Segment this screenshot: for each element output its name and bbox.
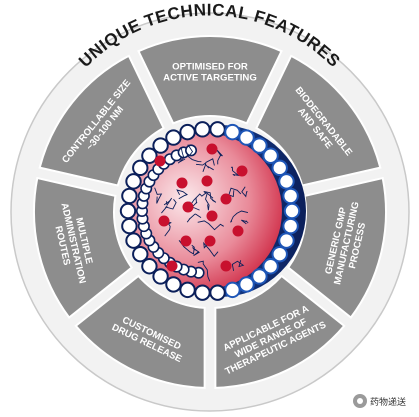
lipid-head	[282, 217, 299, 235]
drug-molecule	[158, 215, 170, 227]
lipid-tail	[187, 144, 202, 163]
lipid-head	[209, 284, 226, 301]
lipid-head	[125, 232, 142, 249]
nanoparticle-illustration	[119, 121, 306, 301]
lipid-tail	[176, 189, 188, 200]
lipid-head	[278, 173, 295, 190]
lipid-head	[271, 245, 288, 263]
drug-molecule	[220, 193, 232, 205]
lipid-head	[152, 137, 169, 154]
segment-label-line: ACTIVE TARGETING	[163, 73, 257, 84]
lipid-head	[238, 276, 255, 293]
lipid-head	[209, 121, 226, 138]
lipid-head	[179, 281, 196, 299]
lipid-head	[132, 159, 149, 177]
lipid-tail	[163, 197, 173, 207]
lipid-head	[141, 258, 158, 275]
lipid-head	[224, 123, 241, 141]
watermark: 药物递送	[353, 392, 415, 410]
lipid-tail	[190, 197, 200, 211]
lipid-tail	[216, 149, 223, 165]
watermark-label: 药物递送	[370, 397, 407, 408]
lipid-tail	[195, 162, 214, 171]
lipid-tail	[205, 192, 214, 211]
lipid-head	[262, 147, 279, 164]
segment-multiple-administration-routes: MULTIPLEADMINISTRATIONROUTES	[33, 176, 134, 319]
wechat-logo-icon	[353, 394, 367, 408]
drug-molecule	[182, 201, 194, 213]
lipid-head	[224, 281, 241, 299]
lipid-head	[194, 121, 211, 138]
lipid-head	[262, 258, 279, 275]
lipid-tail	[228, 187, 242, 198]
segment-generic-gmp-manufacturing-process: GENERIC GMPMANUFACTURINGPROCESS	[286, 176, 387, 319]
segment-label-line: OPTIMISED FOR	[172, 62, 248, 73]
lipid-head	[282, 187, 299, 205]
lipid-head	[121, 217, 138, 235]
lipid-head	[278, 232, 295, 249]
lipid-tail	[177, 147, 186, 164]
lipid-head	[132, 245, 149, 263]
drug-molecule	[201, 175, 213, 187]
drug-molecule	[206, 210, 218, 222]
lipid-head	[251, 137, 268, 154]
lipid-head	[165, 129, 182, 146]
lipid-tail	[202, 158, 215, 172]
drug-molecule	[204, 235, 216, 247]
segment-customised-drug-release: CUSTOMISEDDRUG RELEASE	[74, 274, 206, 389]
lipid-tail	[231, 260, 245, 271]
drug-molecule	[154, 155, 166, 167]
lipid-tail	[186, 213, 202, 223]
lipid-head	[179, 123, 196, 141]
lipid-tail	[241, 219, 249, 225]
drug-molecule	[180, 235, 192, 247]
segment-applicable-to-therapeutic-agents: APPLICABLE FOR AWIDE RANGE OFTHERAPEUTIC…	[214, 274, 346, 389]
segment-controllable-size: CONTROLLABLE SIZE~30-100 NM	[38, 54, 165, 187]
lipid-tail	[164, 222, 172, 237]
lipid-head	[283, 202, 301, 220]
lipid-tail	[154, 187, 163, 204]
drug-molecule	[176, 177, 188, 189]
lipid-tail	[161, 199, 177, 214]
drug-molecule	[220, 260, 232, 272]
drug-molecule	[206, 143, 218, 155]
lipid-head	[194, 284, 211, 301]
segment-biodegradable-and-safe: BIODEGRADABLEAND SAFE	[255, 54, 382, 187]
lipid-head	[271, 159, 288, 177]
lipid-head-inner	[185, 144, 198, 157]
lipid-tail	[197, 260, 211, 282]
drug-molecule	[236, 165, 248, 177]
lipid-head	[119, 202, 137, 220]
drug-molecule	[232, 225, 244, 237]
lipid-head	[238, 129, 255, 146]
lipid-head	[251, 268, 268, 285]
drug-molecule	[166, 260, 178, 272]
lipid-head	[152, 268, 169, 285]
lipid-head	[165, 276, 182, 293]
lipid-tail	[203, 241, 219, 258]
lipid-head	[125, 173, 142, 190]
lipid-tail	[230, 210, 249, 223]
lipid-head	[141, 147, 158, 164]
lipid-tail	[230, 166, 240, 177]
lipid-tail	[197, 220, 224, 231]
lipid-tail	[192, 247, 200, 257]
lipid-tail	[178, 240, 195, 255]
lipid-tail	[241, 186, 248, 198]
lipid-head	[121, 187, 138, 205]
